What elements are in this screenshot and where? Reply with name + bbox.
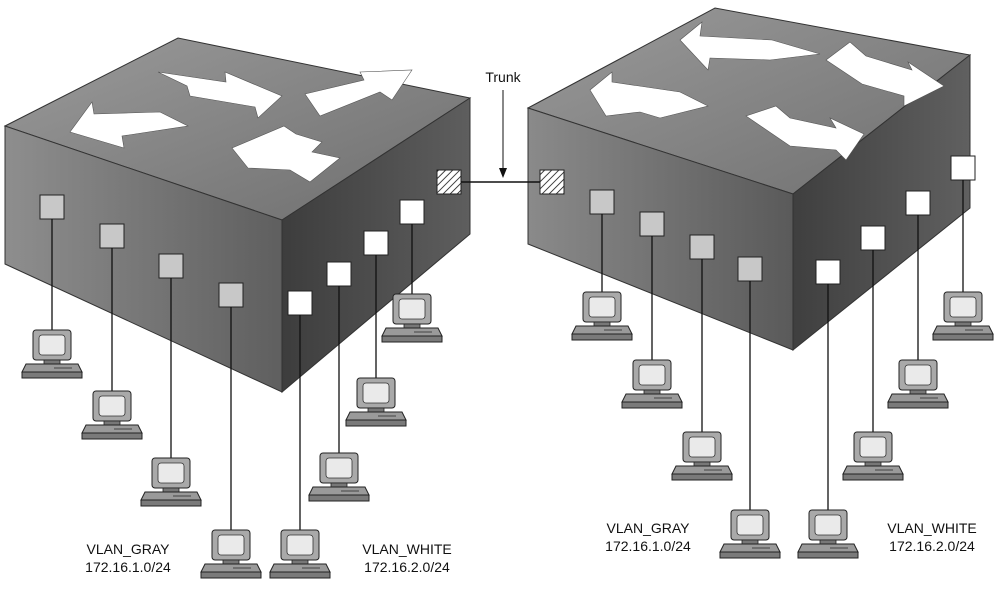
trunk-link: Trunk [461, 69, 540, 183]
vlan-white-name: VLAN_WHITE [887, 520, 976, 536]
pc-icon [140, 457, 202, 507]
vlan-gray-name: VLAN_GRAY [87, 541, 171, 557]
access-port-icon [689, 234, 715, 260]
trunk-port-icon [539, 169, 565, 195]
pc-icon [621, 359, 683, 409]
pc-icon [842, 431, 904, 481]
access-port-icon [287, 290, 313, 316]
pc-icon [345, 377, 407, 427]
access-port-icon [639, 211, 665, 237]
vlan-white-name: VLAN_WHITE [362, 541, 451, 557]
pc-icon [269, 529, 331, 579]
cables [51, 180, 964, 532]
ports-left [39, 169, 462, 316]
access-port-icon [99, 223, 125, 249]
trunk-port-icon [436, 169, 462, 195]
pc-icon [932, 291, 994, 341]
access-port-icon [737, 256, 763, 282]
access-port-icon [399, 199, 425, 225]
pc-icon [797, 509, 859, 559]
access-port-icon [39, 194, 65, 220]
arrow-icon [589, 21, 945, 161]
pc-icon [21, 329, 83, 379]
vlan-gray-subnet: 172.16.1.0/24 [605, 538, 691, 554]
access-port-icon [860, 225, 886, 251]
vlan-labels-left: VLAN_GRAY 172.16.1.0/24 VLAN_WHITE 172.1… [85, 541, 452, 575]
pc-icon [719, 509, 781, 559]
pc-icon [671, 431, 733, 481]
pc-icon [381, 293, 443, 343]
access-port-icon [905, 190, 931, 216]
access-port-icon [589, 189, 615, 215]
vlan-white-subnet: 172.16.2.0/24 [364, 559, 450, 575]
access-port-icon [218, 282, 244, 308]
vlan-labels-right: VLAN_GRAY 172.16.1.0/24 VLAN_WHITE 172.1… [605, 520, 977, 554]
access-port-icon [815, 259, 841, 285]
ports-right [539, 155, 976, 285]
pc-icon [571, 291, 633, 341]
vlan-white-subnet: 172.16.2.0/24 [889, 538, 975, 554]
access-port-icon [950, 155, 976, 181]
access-port-icon [363, 230, 389, 256]
pc-icon [200, 529, 262, 579]
access-port-icon [158, 253, 184, 279]
pc-icon [308, 452, 370, 502]
vlan-gray-subnet: 172.16.1.0/24 [85, 559, 171, 575]
arrow-icon [69, 69, 413, 183]
vlan-gray-name: VLAN_GRAY [607, 520, 691, 536]
trunk-label: Trunk [485, 69, 521, 85]
pc-icon [887, 359, 949, 409]
pc-icon [81, 390, 143, 440]
access-port-icon [326, 261, 352, 287]
